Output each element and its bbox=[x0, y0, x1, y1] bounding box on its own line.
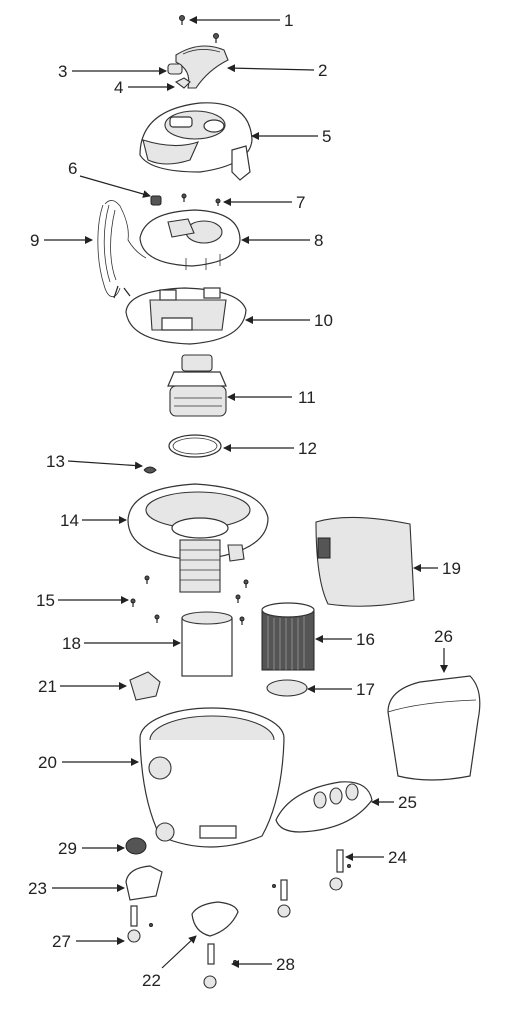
callout-8: 8 bbox=[314, 231, 323, 250]
part-16-cartridge-filter bbox=[261, 602, 315, 671]
callout-15: 15 bbox=[36, 591, 55, 610]
callout-1: 1 bbox=[284, 11, 293, 30]
callout-28: 28 bbox=[276, 955, 295, 974]
part-28-caster bbox=[203, 943, 237, 989]
part-24-caster bbox=[329, 849, 351, 891]
callout-13: 13 bbox=[46, 452, 65, 471]
part-13-float bbox=[143, 466, 157, 474]
part-14-lid bbox=[127, 483, 269, 562]
part-25-accessory-caddy bbox=[275, 781, 373, 833]
part-21-outlet-cap bbox=[129, 671, 161, 701]
callout-29: 29 bbox=[58, 839, 77, 858]
callout-17: 17 bbox=[356, 680, 375, 699]
part-27-caster bbox=[127, 905, 153, 943]
callout-4: 4 bbox=[114, 78, 123, 97]
part-19-filter-bag bbox=[315, 516, 415, 607]
callout-20: 20 bbox=[38, 753, 57, 772]
callout-22: 22 bbox=[142, 971, 161, 990]
callout-6: 6 bbox=[68, 159, 77, 178]
callout-labels: 1 2 3 4 5 6 7 8 9 10 11 12 13 14 15 16 1… bbox=[28, 11, 461, 990]
callout-21: 21 bbox=[38, 677, 57, 696]
caster-middle bbox=[272, 879, 291, 918]
part-10-motor-housing bbox=[125, 287, 247, 345]
part-17-filter-ring bbox=[266, 679, 308, 697]
callout-12: 12 bbox=[298, 439, 317, 458]
part-20-tank bbox=[139, 707, 285, 848]
part-22-foot bbox=[191, 901, 239, 937]
part-29-drain-cap bbox=[125, 837, 147, 855]
part-6-switch bbox=[150, 195, 162, 206]
callout-7: 7 bbox=[296, 193, 305, 212]
callout-10: 10 bbox=[314, 311, 333, 330]
callout-9: 9 bbox=[30, 231, 39, 250]
callout-11: 11 bbox=[298, 388, 316, 407]
part-2-handle bbox=[175, 45, 229, 89]
callout-18: 18 bbox=[62, 634, 81, 653]
part-12-gasket bbox=[168, 434, 222, 458]
callout-25: 25 bbox=[398, 793, 417, 812]
callout-23: 23 bbox=[28, 879, 47, 898]
leader-lines bbox=[44, 16, 448, 969]
part-4-clip bbox=[174, 77, 191, 89]
part-1-screw bbox=[179, 15, 185, 25]
callout-14: 14 bbox=[60, 511, 79, 530]
filter-cage bbox=[179, 539, 221, 593]
part-11-motor bbox=[167, 354, 227, 417]
callout-24: 24 bbox=[388, 848, 407, 867]
part-8-motor-plate bbox=[139, 209, 241, 270]
part-9-power-cord bbox=[97, 200, 147, 299]
part-23-foot bbox=[125, 865, 163, 901]
callout-27: 27 bbox=[52, 932, 71, 951]
part-3-latch bbox=[167, 63, 183, 75]
part-18-foam-sleeve bbox=[181, 611, 233, 677]
callout-2: 2 bbox=[318, 61, 327, 80]
part-7-screw bbox=[181, 193, 221, 206]
callout-19: 19 bbox=[442, 559, 461, 578]
callout-3: 3 bbox=[58, 62, 67, 81]
part-15-screws bbox=[130, 575, 249, 625]
screw-top bbox=[213, 33, 219, 43]
callout-26: 26 bbox=[434, 627, 453, 646]
callout-16: 16 bbox=[356, 630, 375, 649]
part-26-storage-bin bbox=[387, 675, 481, 781]
callout-5: 5 bbox=[322, 127, 331, 146]
part-5-motor-cover bbox=[139, 102, 253, 181]
